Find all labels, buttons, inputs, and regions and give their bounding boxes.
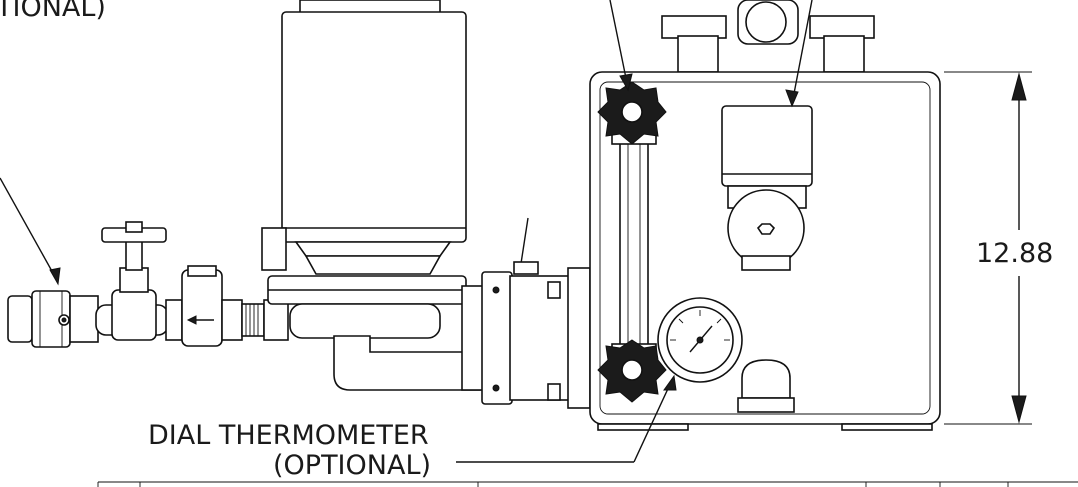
reservoir bbox=[589, 0, 941, 431]
height-dimension bbox=[944, 71, 1032, 425]
dial-thermometer-label-line2: (OPTIONAL) bbox=[273, 450, 431, 481]
leader-top-left bbox=[0, 177, 61, 286]
main-tank bbox=[261, 0, 481, 391]
leader-dial-thermometer bbox=[456, 374, 677, 463]
flange-coupling bbox=[461, 217, 591, 409]
height-dimension-value: 12.88 bbox=[976, 238, 1053, 269]
dial-thermometer bbox=[657, 297, 743, 383]
leader-top-center bbox=[609, 0, 813, 108]
top-left-label-fragment: TIONAL) bbox=[0, 0, 106, 23]
title-block-border bbox=[97, 481, 1078, 487]
inlet-valve-assembly bbox=[7, 221, 289, 348]
dial-thermometer-label-line1: DIAL THERMOMETER bbox=[148, 420, 429, 451]
